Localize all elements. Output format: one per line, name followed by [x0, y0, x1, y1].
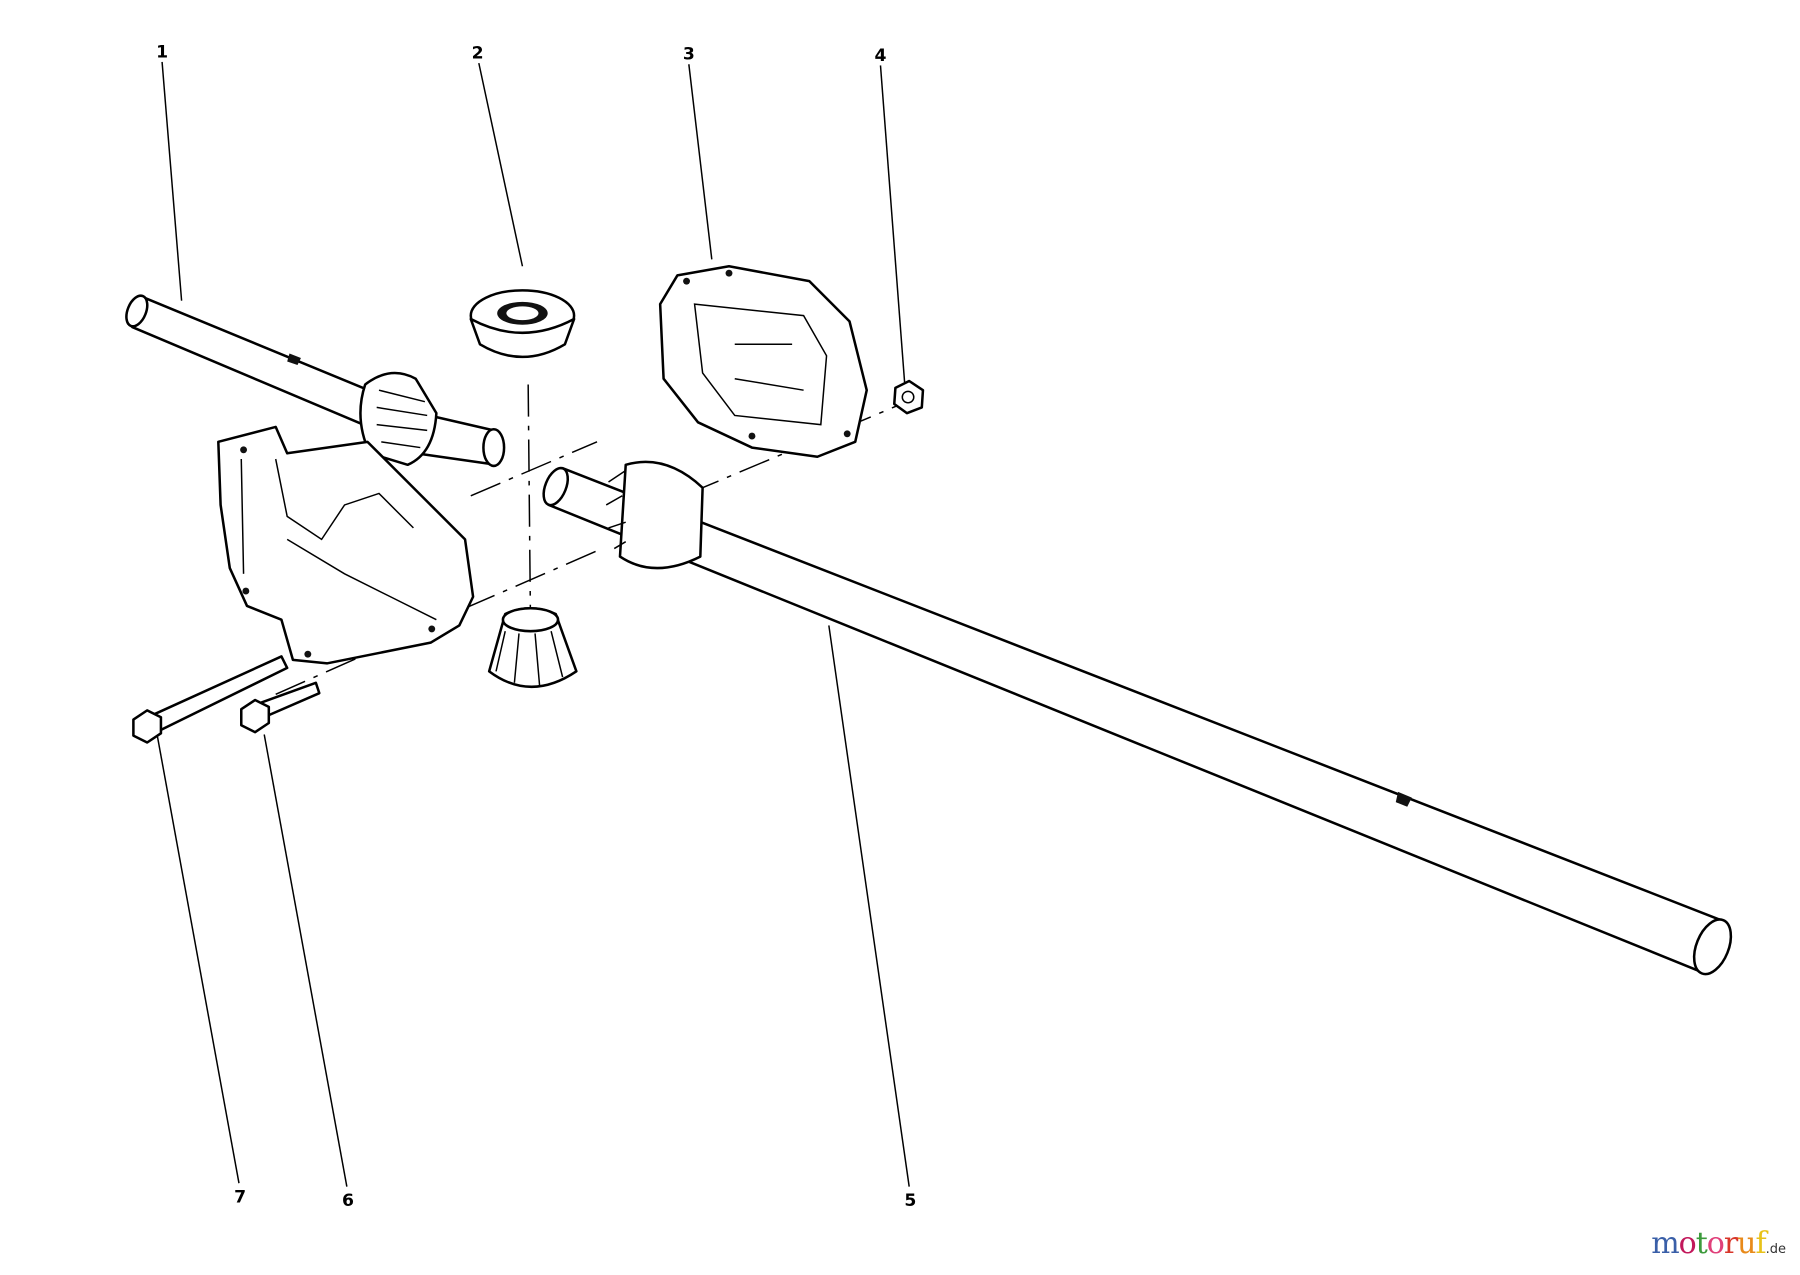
callout-1: 1 — [156, 42, 168, 62]
callout-4: 4 — [874, 46, 886, 66]
watermark-letter: f — [1755, 1226, 1767, 1261]
callout-5: 5 — [904, 1191, 916, 1211]
watermark-letter: t — [1695, 1226, 1708, 1261]
watermark-letter: o — [1678, 1226, 1697, 1261]
callout-2: 2 — [472, 44, 484, 64]
leader-lines — [156, 61, 910, 1187]
nut-part-4 — [892, 379, 925, 415]
shaft-part-1 — [125, 294, 506, 468]
bolt-part-7 — [132, 655, 289, 744]
watermark-letter: o — [1706, 1226, 1725, 1261]
watermark-text: motoruf — [1651, 1226, 1767, 1261]
watermark-suffix: .de — [1765, 1242, 1786, 1257]
gear-case-left-half — [217, 425, 475, 665]
callout-7: 7 — [234, 1188, 246, 1208]
callout-6: 6 — [342, 1191, 354, 1211]
bolt-part-6 — [240, 681, 321, 734]
watermark-logo: motoruf.de — [1651, 1226, 1786, 1261]
callout-3: 3 — [683, 45, 695, 65]
gear-case-part-3 — [658, 264, 868, 459]
callout-labels: 1 2 3 4 5 6 7 — [156, 42, 916, 1211]
watermark-letter: r — [1723, 1226, 1738, 1261]
watermark-letter: u — [1737, 1226, 1756, 1261]
axle-shaft-part-5 — [542, 460, 1733, 976]
bevel-gear-part-2 — [469, 289, 576, 359]
watermark-letter: m — [1651, 1226, 1679, 1261]
differential-gear — [487, 606, 578, 688]
